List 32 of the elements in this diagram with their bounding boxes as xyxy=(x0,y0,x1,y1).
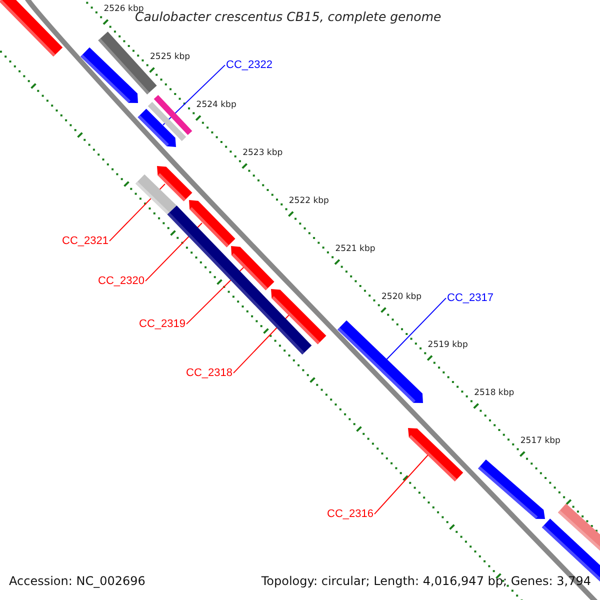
leader-line xyxy=(386,298,446,360)
feature-bar xyxy=(148,102,186,142)
scale-label: 2522 kbp xyxy=(288,197,329,206)
gene-label: CC_2320 xyxy=(98,275,144,288)
gene-block xyxy=(138,108,176,147)
gene-block xyxy=(231,246,274,290)
gene-label: CC_2318 xyxy=(186,367,232,380)
feature-bar xyxy=(0,0,63,57)
scale-label: 2523 kbp xyxy=(242,149,283,158)
gene-block xyxy=(80,47,138,103)
scale-label: 2520 kbp xyxy=(382,293,422,302)
gene-label: CC_2319 xyxy=(139,318,186,330)
gene-label: CC_2322 xyxy=(226,59,272,72)
scale-label: 2518 kbp xyxy=(474,389,514,398)
gene-block xyxy=(478,459,545,519)
leader-line xyxy=(374,454,428,515)
scale-label: 2524 kbp xyxy=(196,101,236,110)
genome-info-text: Topology: circular; Length: 4,016,947 bp; Genes: 3,794 xyxy=(261,575,591,588)
leader-line xyxy=(162,64,226,126)
gene-label: CC_2317 xyxy=(447,292,494,304)
accession-text: Accession: NC_002696 xyxy=(9,575,146,588)
gene-block xyxy=(338,320,423,403)
gene-block xyxy=(271,289,326,344)
feature-bar xyxy=(135,174,177,215)
scale-label: 2521 kbp xyxy=(335,245,376,254)
scale-label: 2519 kbp xyxy=(428,341,468,350)
gene-label: CC_2316 xyxy=(327,508,374,520)
scale-label: 2517 kbp xyxy=(520,437,560,446)
gene-block xyxy=(408,428,464,482)
feature-bar xyxy=(154,94,192,136)
scale-label: 2525 kbp xyxy=(150,53,190,62)
gene-label: CC_2321 xyxy=(62,235,108,248)
